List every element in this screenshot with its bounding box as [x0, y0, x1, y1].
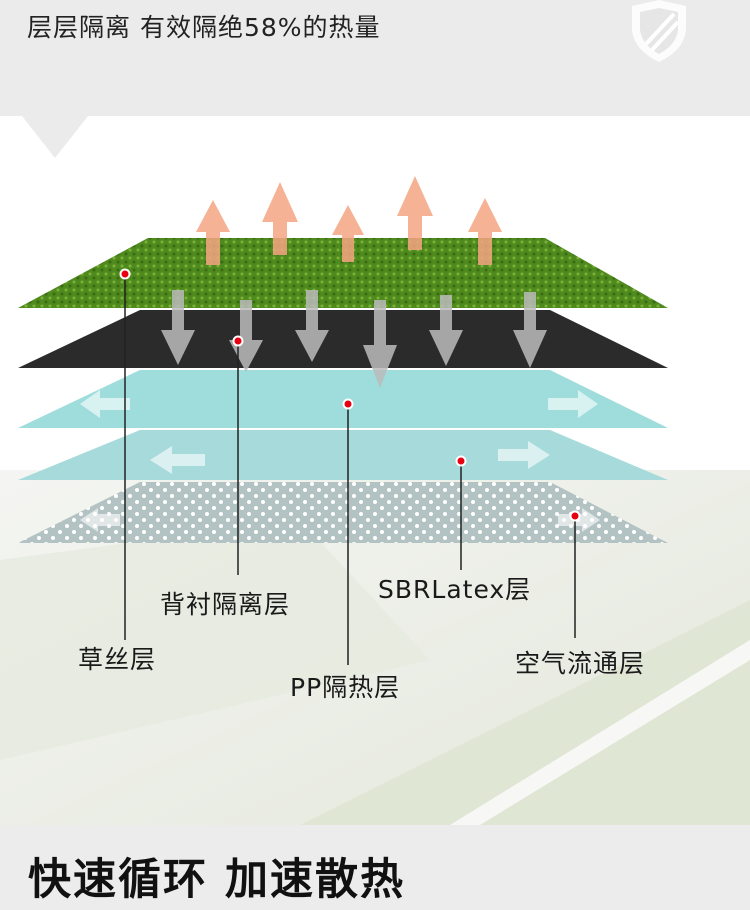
footer-banner: 快速循环 加速散热	[0, 825, 750, 910]
layer-sbr-latex	[18, 430, 668, 480]
layer-air	[18, 482, 668, 543]
label-sbr-layer: SBRLatex层	[378, 575, 532, 604]
heat-up-arrows	[196, 176, 502, 265]
airflow-arrows	[80, 390, 600, 532]
label-grass-layer: 草丝层	[78, 645, 157, 674]
callout-lines	[124, 274, 576, 665]
layer-pp	[18, 370, 668, 428]
shield-icon	[632, 0, 686, 62]
pointer-notch	[22, 116, 88, 158]
label-backing-layer: 背衬隔离层	[160, 590, 291, 619]
layer-diagram	[0, 176, 750, 825]
layer-backing	[18, 310, 668, 368]
callout-dots	[119, 268, 581, 522]
header-banner: 层层隔离 有效隔绝58%的热量	[0, 0, 750, 116]
label-air-layer: 空气流通层	[515, 649, 646, 678]
label-pp-layer: PP隔热层	[290, 673, 401, 702]
footer-title: 快速循环 加速散热	[28, 855, 405, 905]
header-title: 层层隔离 有效隔绝58%的热量	[27, 13, 381, 42]
